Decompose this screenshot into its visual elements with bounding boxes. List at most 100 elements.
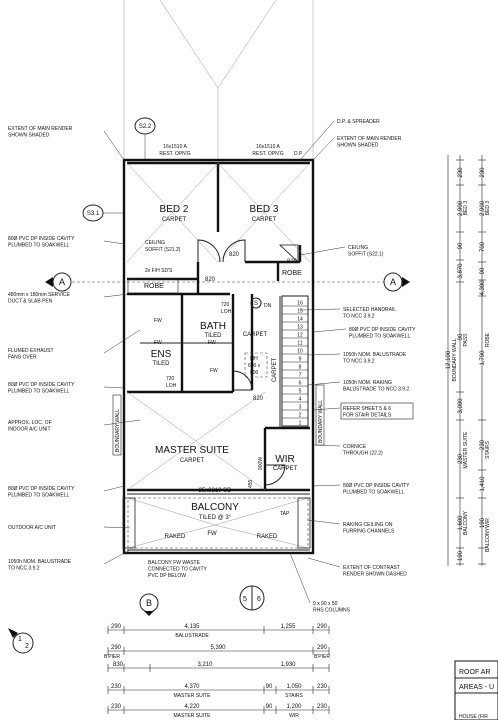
elevation-marker: 1 2 — [8, 628, 34, 654]
loh-720-b-2: LOH — [166, 383, 177, 389]
stair-marker-label: S — [254, 301, 258, 307]
right-note-2-line1: EXTENT OF MAIN RENDER — [337, 136, 402, 142]
loh-720-b-1: 720 — [166, 376, 175, 382]
right-note-13-line1: 9 x 90 x 50 — [313, 601, 338, 607]
d455: 455 — [248, 479, 254, 488]
left-note-2-line2: PLUMBED TO SOAKWELL — [8, 243, 69, 249]
left-note-10-line3: PVC DP BELOW — [148, 573, 186, 579]
right-dim-col1-label: PASS — [463, 333, 469, 347]
stair-tread-number: 8 — [299, 365, 302, 371]
left-note-9-line2: TO NCC 3.9.2 — [8, 566, 40, 572]
stair-tread-number: 6 — [299, 381, 302, 387]
dim-row2-label-d: B'PIER — [314, 654, 330, 660]
right-dim-col1-value: 1,600 — [458, 515, 464, 531]
section-marker-a-right: A — [383, 272, 410, 292]
master-suite-label: MASTER SUITE — [155, 445, 229, 456]
right-dim-col2-value: 1,410 — [480, 476, 486, 492]
stair-tread-number: 5 — [299, 389, 302, 395]
stair-tread-number: 4 — [299, 397, 302, 403]
right-note-8-line1: REFER SHEET 5 & 6 — [343, 406, 391, 412]
right-note-3-line1: CEILING — [348, 245, 368, 251]
ens-floor: TILED — [152, 361, 170, 367]
left-note-10-line2: CONNECTED TO CAVITY — [148, 567, 208, 573]
right-note-3-line2: SOFFIT (S22.1) — [348, 252, 384, 258]
right-dim-col2-label: WIR — [485, 518, 491, 528]
stair-tread-number: 9 — [299, 357, 302, 363]
stair-tread-number: 3 — [299, 405, 302, 411]
roof-outline — [123, 0, 314, 160]
right-note-11-line2: FURRING CHANNELS — [343, 529, 395, 535]
stair-marker — [250, 297, 262, 309]
master-suite-floor: CARPET — [180, 458, 205, 464]
dim-row2-d: 290 — [317, 645, 328, 651]
door-820-a: 820 — [205, 277, 216, 283]
right-dim-col2-label: BALCONY — [485, 527, 491, 552]
stair-tread-number: 16 — [297, 301, 303, 307]
right-note-10-line2: PLUMBED TO SOAKWELL — [343, 490, 404, 496]
robe-left — [127, 278, 179, 294]
right-dim-col1-label: BALCONY — [463, 510, 469, 535]
bath-label: BATH — [200, 321, 226, 332]
raked-right: RAKED — [257, 534, 278, 540]
right-dim-total: 12,100 — [446, 350, 452, 369]
left-note-3-line2: DUCT & SLAB PEN — [8, 299, 53, 305]
dim-row1-d: 290 — [317, 624, 328, 630]
raked-left: RAKED — [165, 534, 186, 540]
fw-1: FW — [154, 318, 162, 324]
right-dim-col1-value: 230 — [458, 453, 464, 464]
dim-row4-label-b: MASTER SUITE — [174, 693, 212, 699]
stair-dn: DN — [264, 303, 272, 309]
left-note-1-line1: EXTENT OF MAIN RENDER — [8, 126, 73, 132]
grid-ref-s22: S2.2 — [134, 117, 156, 160]
bed3-floor: CARPET — [252, 217, 277, 223]
dim-row4-label-d: STAIRS — [285, 693, 303, 699]
left-note-10-line1: BALCONY FW WASTE — [148, 560, 201, 566]
w900: 900W — [258, 457, 264, 470]
dim-row1-label: BALUSTRADE — [175, 633, 209, 639]
loh-720-a-2: LOH — [221, 309, 232, 315]
right-note-9-line2: THROUGH (22.2) — [343, 451, 383, 457]
dp-label: D.P — [294, 151, 303, 157]
right-dim-col1-value: 3,870 — [458, 263, 464, 279]
dim-row5-c: 90 — [266, 704, 273, 710]
loh-720-a-1: 720 — [221, 302, 230, 308]
manhole-1: MH — [250, 356, 258, 362]
dim-row3-a: 830 — [113, 662, 124, 668]
right-note-2-line2: SHOWN SHADED — [337, 143, 379, 149]
ceiling-lines — [126, 162, 311, 491]
stair-tread-number: 10 — [297, 349, 303, 355]
title-line2: AREAS - U — [459, 684, 494, 691]
title-block: ROOF AR AREAS - U HOUSE (FIR — [454, 660, 498, 720]
svg-text:5: 5 — [243, 596, 247, 603]
left-note-4-line2: FANS OVER — [8, 355, 37, 361]
opening-right-line1: 16x1510 A — [256, 144, 280, 150]
left-note-7-line2: PLUMBED TO SOAKWELL — [8, 493, 69, 499]
dim-row1-b: 4,135 — [184, 624, 200, 630]
boundary-wall-right: BOUNDARY WALL — [318, 400, 324, 443]
opening-left-line2: REST. OPN'G — [159, 151, 190, 157]
left-note-6-line2: INDOOR A/C UNIT — [8, 427, 51, 433]
dim-row2-b: 5,390 — [210, 645, 226, 651]
left-note-2-line1: 80Ø PVC DP INSIDE CAVITY — [8, 236, 75, 242]
door-820-b: 820 — [229, 252, 240, 258]
svg-text:A: A — [59, 277, 65, 287]
svg-text:6: 6 — [257, 596, 261, 603]
stair-tread-number: 7 — [299, 373, 302, 379]
left-note-7-line1: 80Ø PVC DP INSIDE CAVITY — [8, 486, 75, 492]
ens-label: ENS — [151, 349, 172, 360]
grid-ref-s31: S3.1 — [82, 204, 124, 222]
right-note-9-line1: CORNICE — [343, 444, 367, 450]
dim-row4-e: 230 — [317, 684, 328, 690]
right-dim-col1-value: 3,090 — [458, 398, 464, 414]
robe-left-label: ROBE — [144, 283, 164, 290]
dim-row5-e: 230 — [317, 704, 328, 710]
right-dim-col2-value: 190 — [480, 517, 486, 528]
right-dim-col2-value: 2,900 — [480, 200, 486, 216]
section-marker-a-left: A — [45, 272, 72, 292]
bed2-label: BED 2 — [160, 204, 189, 215]
